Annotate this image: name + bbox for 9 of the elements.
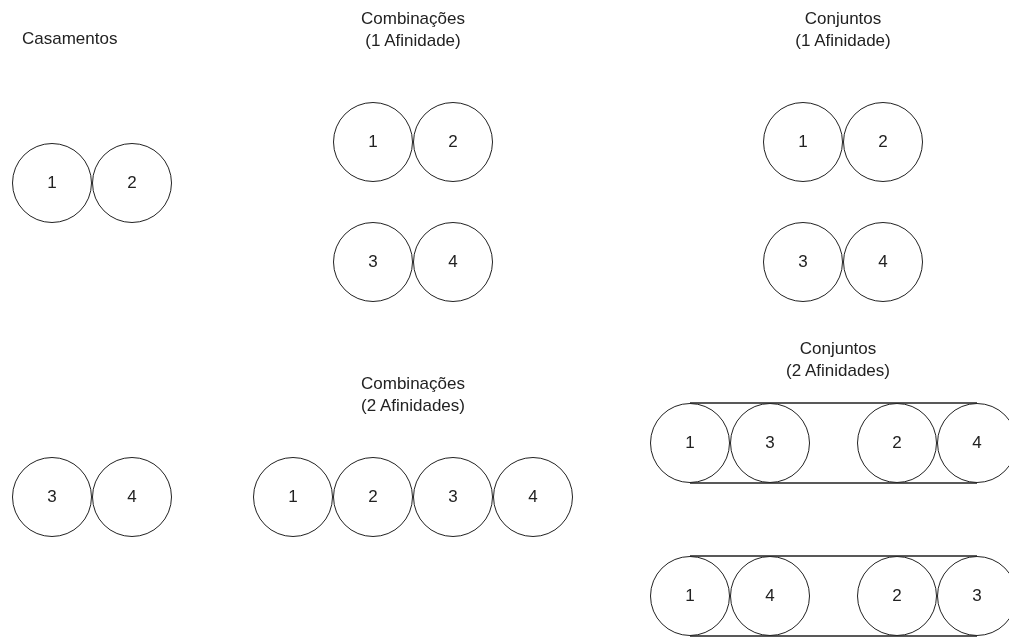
connector-line	[689, 635, 978, 637]
group-heading: Conjuntos (2 Afinidades)	[785, 338, 891, 382]
connector-line	[689, 482, 978, 484]
connector-line	[689, 402, 978, 404]
group-heading: Combinações (1 Afinidade)	[360, 8, 466, 52]
group-heading: Conjuntos (1 Afinidade)	[794, 8, 892, 52]
group-heading: Combinações (2 Afinidades)	[360, 373, 466, 417]
group-heading: Casamentos	[22, 28, 118, 50]
connector-line	[689, 555, 978, 557]
